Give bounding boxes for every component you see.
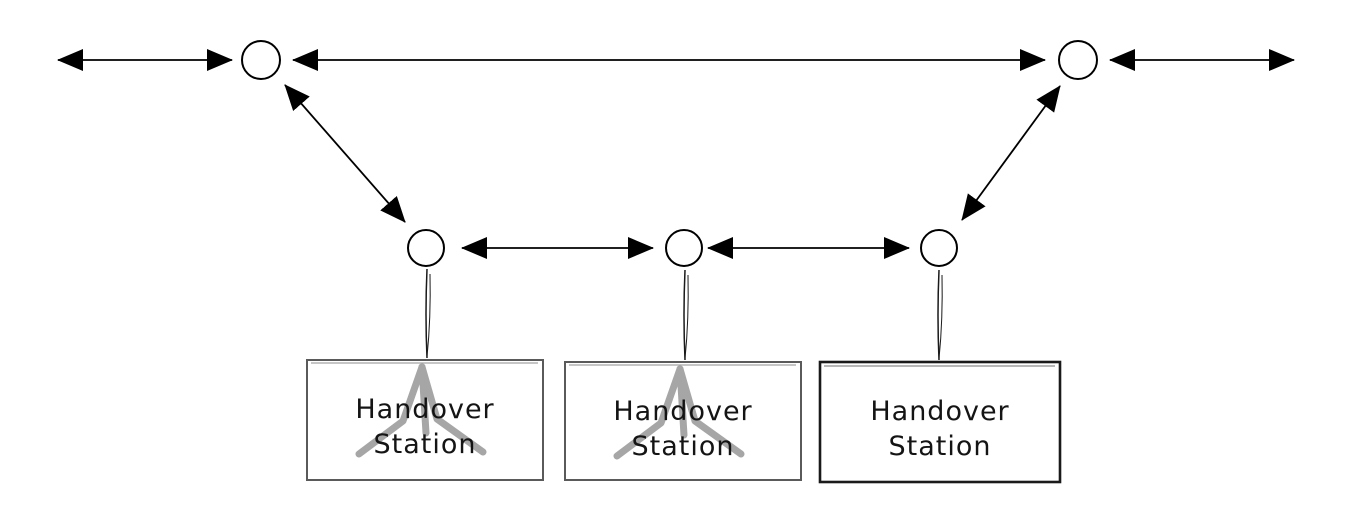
station-drop-lines — [425, 268, 943, 361]
network-node-access-1 — [407, 229, 445, 267]
network-node-access-2 — [665, 229, 703, 267]
handover-station-box-1: Handover Station — [306, 359, 544, 481]
drop-line-2 — [683, 269, 686, 361]
network-node-backbone-right — [1058, 40, 1098, 80]
drop-line-1 — [425, 268, 428, 359]
drop-line-2-sketch — [684, 274, 689, 360]
network-node-access-3 — [920, 229, 958, 267]
station-box-border — [818, 360, 1062, 484]
network-node-backbone-left — [241, 40, 281, 80]
station-label-line1: Handover — [355, 394, 494, 425]
bidirectional-arrow-right-diagonal — [961, 85, 1061, 221]
station-label-line2: Station — [632, 431, 735, 462]
edge-layer — [57, 49, 1295, 259]
handover-station-box-2: Handover Station — [564, 361, 802, 481]
station-label-line1: Handover — [613, 396, 752, 427]
node-layer — [241, 40, 1098, 267]
bidirectional-arrow-left-diagonal — [284, 84, 406, 223]
drop-line-3-sketch — [938, 274, 943, 360]
station-label-line2: Station — [374, 429, 477, 460]
antenna-icon — [355, 363, 487, 458]
drop-line-3 — [937, 269, 940, 361]
station-label-line2: Station — [889, 431, 992, 462]
station-label-line1: Handover — [870, 396, 1009, 427]
drop-line-1-sketch — [426, 273, 431, 358]
handover-station-box-3: Handover Station — [818, 360, 1062, 484]
antenna-icon — [613, 365, 745, 460]
